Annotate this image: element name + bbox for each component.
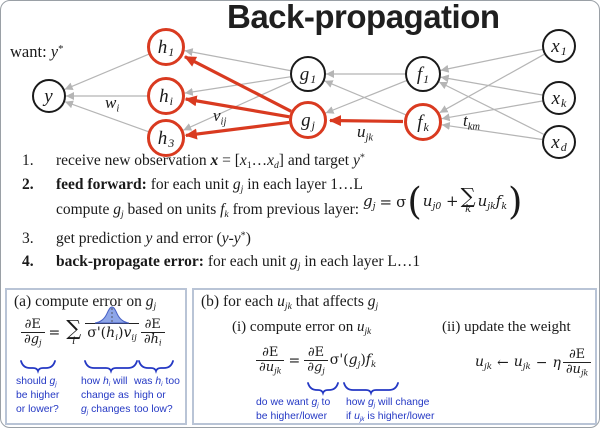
target-label: want: y* <box>10 42 64 61</box>
red-backprop-edges <box>184 55 404 140</box>
underbrace-icon <box>307 382 339 396</box>
fraction-dE-dhi: ∂E∂hi <box>140 317 165 349</box>
node-fk-label: f <box>417 111 423 133</box>
node-h3-label: h <box>157 127 168 149</box>
weighted-term: ujkfk <box>477 191 507 212</box>
equals-sign: = <box>288 353 301 370</box>
fraction-dE-dujk: ∂E∂ujk <box>256 345 285 377</box>
sigma-symbol: σ <box>396 192 407 211</box>
node-gj-label: g <box>301 109 311 131</box>
edge-x1-fk <box>439 53 545 114</box>
node-g1-label: g <box>299 63 310 85</box>
step-3-number: 3. <box>22 230 34 247</box>
panel-b-subheading-ii: (ii) update the weight <box>442 319 571 335</box>
edge-gj-hi <box>184 95 290 119</box>
edge-fk-gj <box>329 115 404 127</box>
open-paren: ( <box>407 180 422 223</box>
step-4-number: 4. <box>22 253 34 270</box>
panel-a-title: (a) compute error on gj <box>14 293 157 313</box>
step-1-number: 1. <box>22 152 34 169</box>
node-h1-label: h <box>157 36 168 58</box>
gaussian-icon <box>94 306 130 324</box>
step-3-text: get prediction y and error (y-y*) <box>56 230 251 247</box>
edge-x1-f1 <box>440 48 543 73</box>
underbrace-icon <box>84 360 138 374</box>
node-hi-label: h <box>159 85 169 107</box>
formula-lhs: gj <box>363 191 376 212</box>
edge-fk-g1 <box>324 80 406 116</box>
edge-f1-gj <box>325 80 407 114</box>
step-1-text: receive new observation x = [x1…xd] and … <box>56 152 365 172</box>
node-xd-label: x <box>551 131 560 153</box>
panel-b: (b) for each ujk that affects gj (i) com… <box>192 288 597 425</box>
panel-a: (a) compute error on gj ∂E∂gj = ∑i σ'(hi… <box>5 288 187 425</box>
edge-xk-f1 <box>440 74 543 96</box>
node-y-label: y <box>44 85 53 107</box>
step-4-text: back-propagate error: for each unit gj i… <box>56 253 421 273</box>
weight-label-vij: vij <box>213 106 227 128</box>
equals-sign: = <box>48 325 61 342</box>
edge-g1-h3 <box>183 80 292 131</box>
edge-h3-y <box>64 100 149 133</box>
close-paren: ) <box>508 180 523 223</box>
panel-b-title: (b) for each ujk that affects gj <box>201 293 379 313</box>
underbrace-icon <box>20 360 56 374</box>
weight-label-ujk: ujk <box>357 122 374 144</box>
error-formula-ujk: ∂E∂ujk = ∂E∂gj σ'(gj)fk <box>256 345 377 377</box>
edge-h1-y <box>64 53 149 90</box>
sigma-prime-term: σ'(hi)vij <box>85 306 139 343</box>
fraction-dE-dujk: ∂E∂ujk <box>562 347 592 379</box>
node-y: y <box>32 79 66 113</box>
gray-edges <box>64 48 545 141</box>
panel-b-subheading-i: (i) compute error on ujk <box>232 319 372 337</box>
page-title: Back-propagation <box>227 0 500 35</box>
underbrace-icon <box>343 382 399 396</box>
sigma-prime-gj-fk: σ'(gj)fk <box>329 352 377 371</box>
node-x1-label: x <box>551 35 560 57</box>
step-2-number: 2. <box>22 176 34 193</box>
edge-g1-h1 <box>184 48 291 72</box>
weight-label-tkm: tkm <box>463 111 481 133</box>
weight-label-wi: wi <box>105 93 120 115</box>
fraction-dE-dgj: ∂E∂gj <box>304 345 328 377</box>
left-arrow-symbol: ← <box>496 355 509 372</box>
weight-update-formula: ujk ← ujk − η ∂E∂ujk <box>475 347 592 379</box>
node-f1-label: f <box>416 63 423 85</box>
edge-xk-fk <box>441 100 543 122</box>
network-edges-svg <box>64 48 545 141</box>
sum-over-k: ∑k <box>460 184 476 216</box>
sum-over-i: ∑i <box>66 316 82 348</box>
feedforward-formula: gj = σ ( uj0 + ∑k ujkfk ) <box>363 180 523 223</box>
edge-gj-h1 <box>184 55 292 113</box>
edge-xd-f1 <box>438 81 545 135</box>
edge-gj-h3 <box>184 120 290 140</box>
eta-symbol: η <box>552 355 561 372</box>
step-2-detail: compute gj based on units fk from previo… <box>56 201 360 221</box>
bias-term: uj0 + <box>422 191 459 212</box>
minus-sign: − <box>535 355 548 372</box>
step-2-text: feed forward: for each unit gj in each l… <box>56 176 363 196</box>
node-xk-label: x <box>551 87 561 109</box>
edge-xd-fk <box>441 122 543 141</box>
underbrace-icon <box>138 360 174 374</box>
error-formula-gj: ∂E∂gj = ∑i σ'(hi)vij ∂E∂hi <box>21 306 165 349</box>
fraction-dE-dgj: ∂E∂gj <box>21 317 45 349</box>
equals-sign: = <box>379 192 393 211</box>
